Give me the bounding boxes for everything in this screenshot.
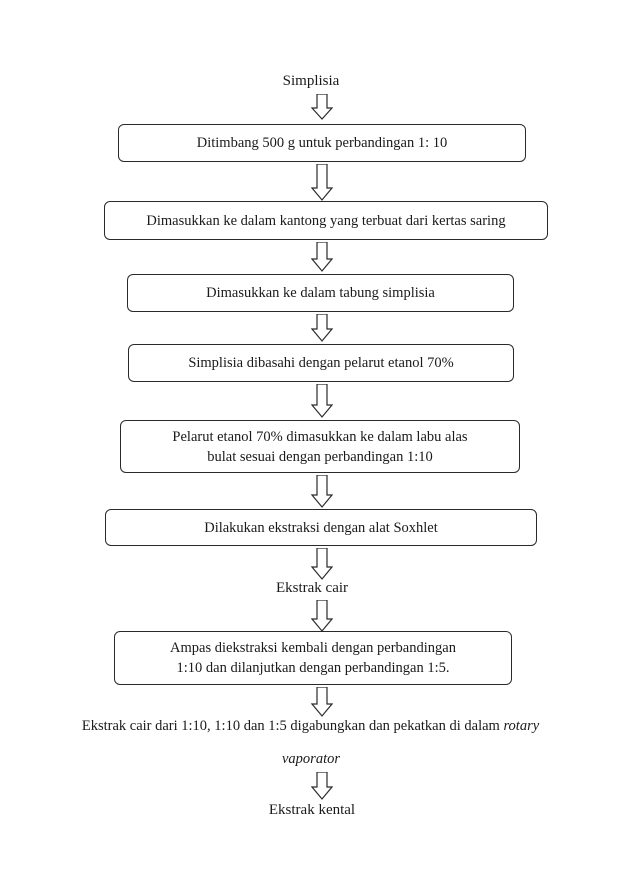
- step-bag-text: Dimasukkan ke dalam kantong yang terbuat…: [146, 212, 506, 229]
- step-wet-text: Simplisia dibasahi dengan pelarut etanol…: [188, 355, 454, 371]
- step-soxhlet-text: Dilakukan ekstraksi dengan alat Soxhlet: [204, 519, 438, 536]
- down-arrow-icon: [311, 314, 333, 342]
- step-combine-text: Ekstrak cair dari 1:10, 1:10 dan 1:5 dig…: [0, 718, 621, 735]
- step-combine-main: Ekstrak cair dari 1:10, 1:10 dan 1:5 dig…: [81, 718, 500, 734]
- down-arrow-icon: [311, 475, 333, 508]
- liquid-extract-label: Ekstrak cair: [275, 580, 349, 596]
- step-reextract-line2: 1:10 dan dilanjutkan dengan perbandingan…: [176, 660, 450, 676]
- step-solvent-box: Pelarut etanol 70% dimasukkan ke dalam l…: [120, 420, 520, 473]
- step-solvent-line1: Pelarut etanol 70% dimasukkan ke dalam l…: [172, 428, 468, 445]
- down-arrow-icon: [311, 687, 333, 717]
- down-arrow-icon: [311, 548, 333, 580]
- start-label: Simplisia: [282, 73, 340, 89]
- step-tube-box: Dimasukkan ke dalam tabung simplisia: [127, 274, 514, 312]
- step-weigh-box: Ditimbang 500 g untuk perbandingan 1: 10: [118, 124, 526, 162]
- step-wet-box: Simplisia dibasahi dengan pelarut etanol…: [128, 344, 514, 382]
- step-combine-rotary: rotary: [503, 718, 540, 734]
- step-bag-box: Dimasukkan ke dalam kantong yang terbuat…: [104, 201, 548, 240]
- step-solvent-line2: bulat sesuai dengan perbandingan 1:10: [207, 448, 433, 465]
- down-arrow-icon: [311, 94, 333, 120]
- down-arrow-icon: [311, 164, 333, 201]
- step-reextract-box: Ampas diekstraksi kembali dengan perband…: [114, 631, 512, 685]
- down-arrow-icon: [311, 600, 333, 632]
- down-arrow-icon: [311, 242, 333, 272]
- step-reextract-line1: Ampas diekstraksi kembali dengan perband…: [170, 640, 456, 656]
- thick-extract-label: Ekstrak kental: [268, 802, 356, 818]
- down-arrow-icon: [311, 772, 333, 800]
- down-arrow-icon: [311, 384, 333, 418]
- step-tube-text: Dimasukkan ke dalam tabung simplisia: [206, 285, 435, 301]
- step-soxhlet-box: Dilakukan ekstraksi dengan alat Soxhlet: [105, 509, 537, 546]
- step-weigh-text: Ditimbang 500 g untuk perbandingan 1: 10: [196, 135, 448, 151]
- step-combine-vaporator: vaporator: [282, 751, 340, 767]
